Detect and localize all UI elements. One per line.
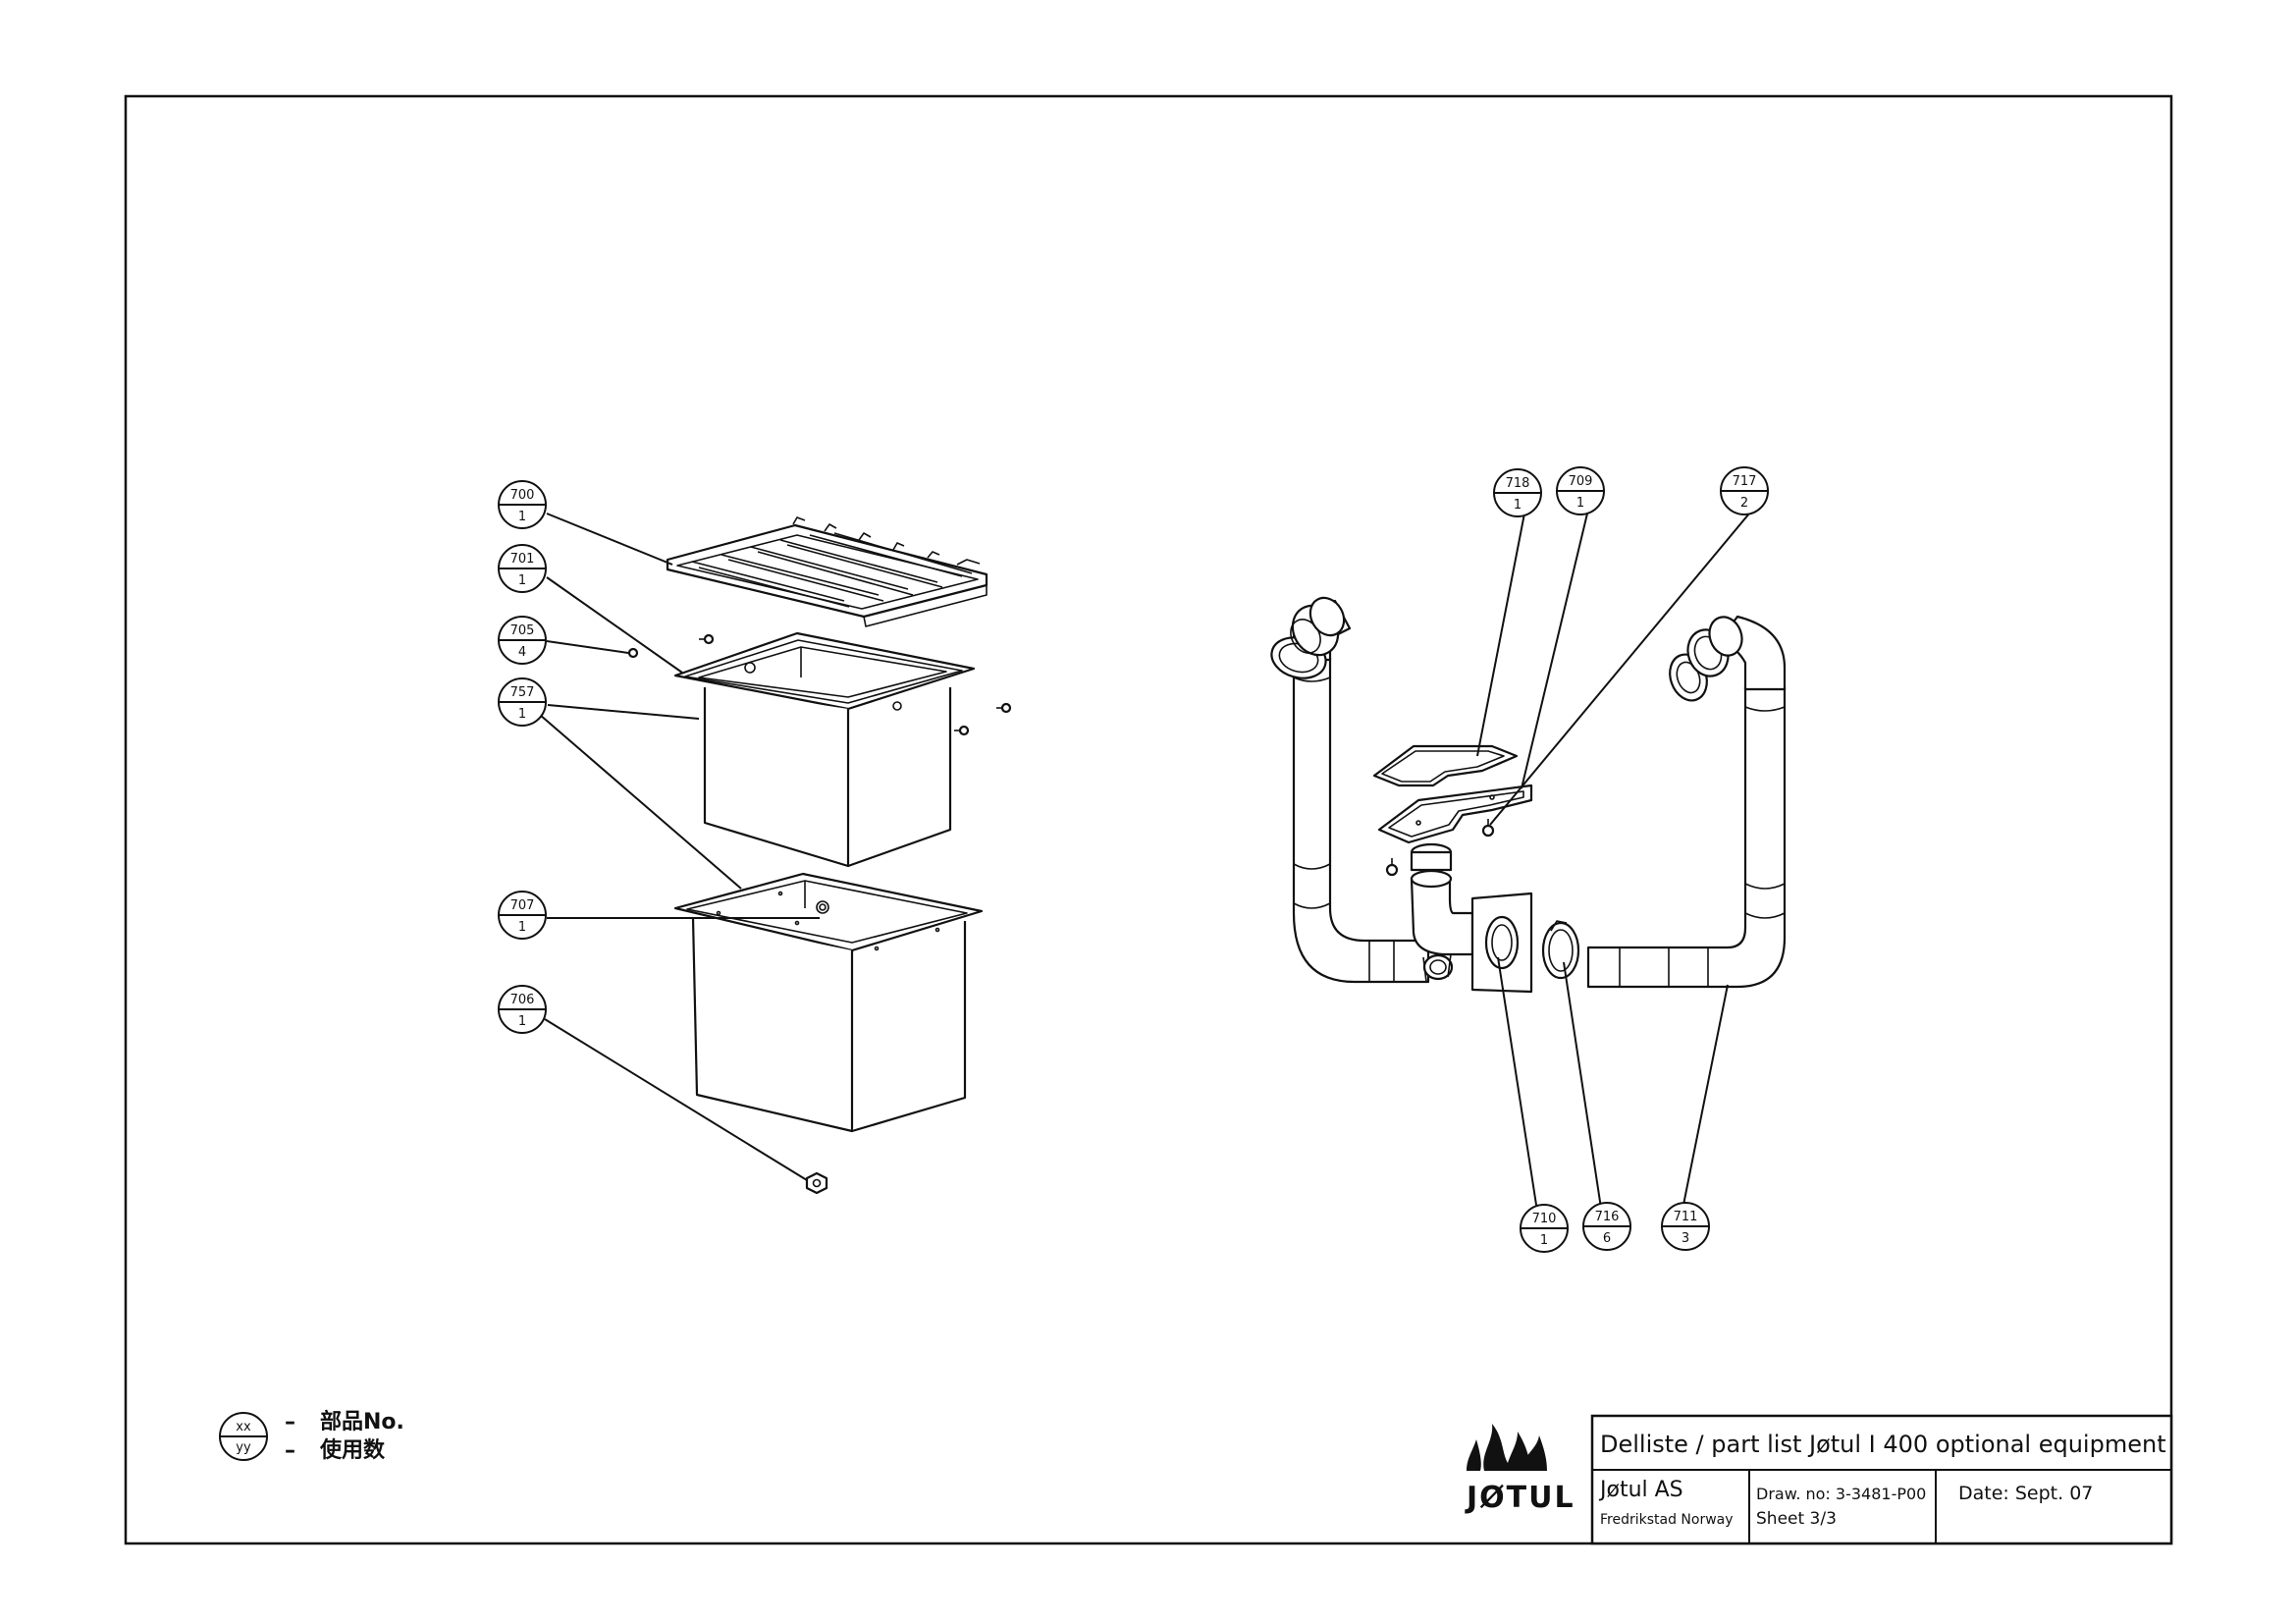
balloon-part-number: 700 xyxy=(510,488,535,503)
jotul-logo: JØTUL xyxy=(1465,1424,1575,1515)
logo-wordmark: JØTUL xyxy=(1465,1481,1575,1515)
balloon-quantity: 1 xyxy=(1540,1233,1548,1248)
center-fitting-part-710 xyxy=(1410,842,1533,994)
legend-top-text: xx xyxy=(236,1420,251,1434)
balloon-part-number: 757 xyxy=(510,685,535,700)
balloon-group: 7001701170547571707170617181709171727101… xyxy=(498,466,1769,1253)
balloon-quantity: 1 xyxy=(1576,496,1584,511)
flame-icon xyxy=(1467,1424,1547,1471)
balloon-quantity: 4 xyxy=(518,645,526,660)
screw-part-717 xyxy=(1385,819,1495,877)
left-assembly xyxy=(539,513,1012,1195)
gasket-part-718 xyxy=(1372,744,1519,787)
balloon-part-number: 718 xyxy=(1506,476,1530,491)
right-pipe-part-711 xyxy=(1586,615,1787,989)
balloon-quantity: 3 xyxy=(1682,1231,1689,1246)
sheet-number: Sheet 3/3 xyxy=(1756,1509,1837,1529)
company-location: Fredrikstad Norway xyxy=(1600,1512,1734,1528)
balloon-quantity: 1 xyxy=(1514,498,1522,513)
balloon-quantity: 1 xyxy=(518,573,526,588)
balloon-part-number: 705 xyxy=(510,623,535,638)
balloon-700: 700 1 xyxy=(498,480,547,529)
balloon-quantity: 1 xyxy=(518,920,526,935)
balloon-part-number: 717 xyxy=(1733,474,1757,489)
title-block: Delliste / part list Jøtul I 400 optiona… xyxy=(1590,1414,2173,1545)
balloon-quantity: 2 xyxy=(1740,496,1748,511)
balloon-711: 711 3 xyxy=(1661,1202,1710,1251)
drawing-frame xyxy=(124,94,2173,1545)
grate-part-700 xyxy=(666,516,988,627)
balloon-quantity: 1 xyxy=(518,707,526,722)
balloon-716: 716 6 xyxy=(1582,1202,1631,1251)
screw-part-705 xyxy=(627,633,1012,736)
legend-part-no: 部品No. xyxy=(320,1409,404,1434)
nut-part-706 xyxy=(805,1171,828,1195)
drawing-number: Draw. no: 3-3481-P00 xyxy=(1756,1485,1926,1503)
balloon-part-number: 711 xyxy=(1674,1210,1698,1224)
drawing-date: Date: Sept. 07 xyxy=(1958,1483,2093,1504)
balloon-710: 710 1 xyxy=(1520,1204,1569,1253)
balloon-part-number: 709 xyxy=(1569,474,1593,489)
balloon-part-number: 706 xyxy=(510,993,535,1007)
balloon-quantity: 1 xyxy=(518,510,526,524)
lower-box-part-707 xyxy=(673,872,984,1133)
legend-bottom-text: yy xyxy=(236,1440,251,1455)
balloon-quantity: 1 xyxy=(518,1014,526,1029)
leader-lines-right xyxy=(1476,513,1750,1218)
right-assembly xyxy=(1270,513,1787,1218)
leader-lines-left xyxy=(539,513,820,1181)
balloon-quantity: 6 xyxy=(1603,1231,1611,1246)
balloon-706: 706 1 xyxy=(498,985,547,1034)
balloon-part-number: 710 xyxy=(1532,1212,1557,1226)
balloon-part-number: 707 xyxy=(510,898,535,913)
clamp-part-716 xyxy=(1541,920,1580,980)
legend-dash-1: – xyxy=(285,1410,295,1434)
company-name: Jøtul AS xyxy=(1598,1478,1683,1502)
balloon-part-number: 701 xyxy=(510,552,535,567)
legend-dash-2: – xyxy=(285,1438,295,1463)
legend: xx yy – – 部品No. 使用数 xyxy=(219,1409,404,1463)
upper-box-part-757 xyxy=(673,631,976,868)
left-pipe-part-711 xyxy=(1270,596,1430,984)
balloon-part-number: 716 xyxy=(1595,1210,1620,1224)
gasket-part-709 xyxy=(1377,784,1533,844)
title-text: Delliste / part list Jøtul I 400 optiona… xyxy=(1600,1431,2166,1458)
legend-quantity: 使用数 xyxy=(319,1437,386,1463)
